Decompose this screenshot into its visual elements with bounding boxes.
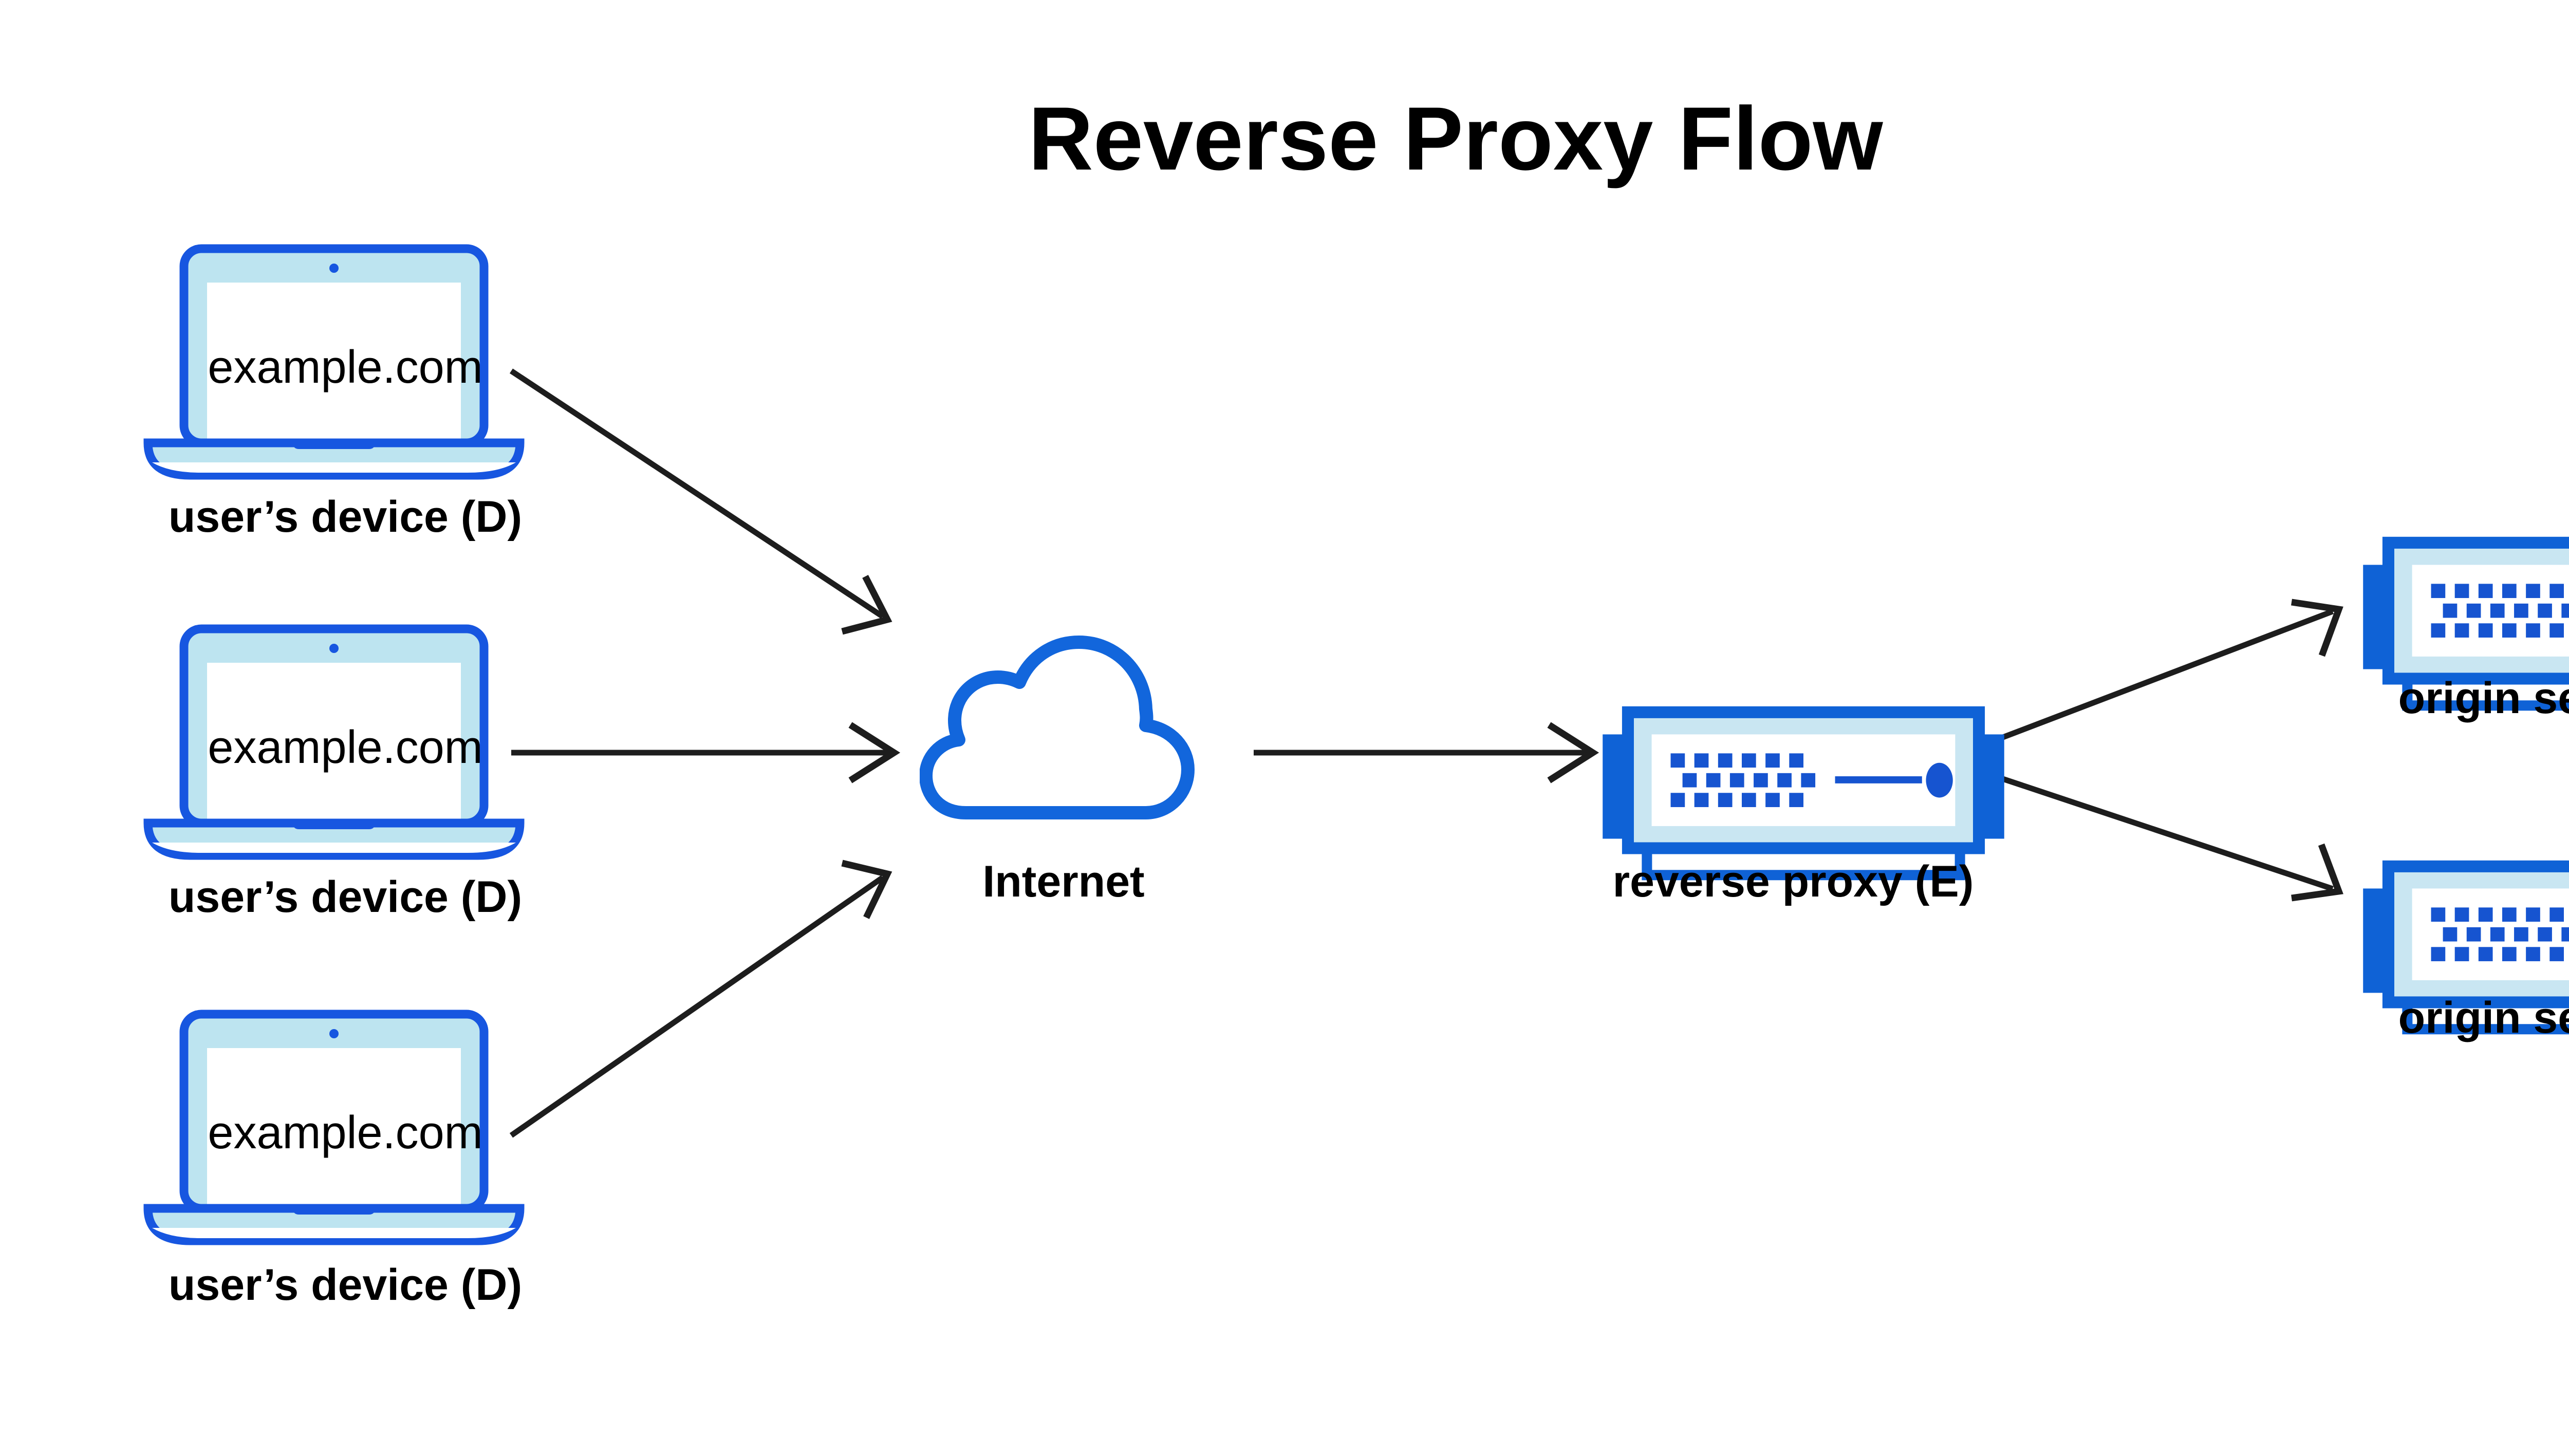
- node-reverse-proxy[interactable]: reverse proxy (E): [1603, 712, 2004, 906]
- device-label: user’s device (D): [169, 492, 522, 542]
- device-label: user’s device (D): [169, 1260, 522, 1310]
- node-internet[interactable]: Internet: [926, 642, 1188, 906]
- node-origin-server-top[interactable]: origin server (F): [2363, 543, 2569, 723]
- device-screen-text: example.com: [208, 722, 482, 773]
- origin-server-label: origin server (F): [2398, 993, 2569, 1042]
- device-screen-text: example.com: [208, 1107, 482, 1159]
- edge-layer: [509, 368, 2343, 1138]
- internet-label: Internet: [982, 857, 1144, 906]
- edge-internet-to-reverse-proxy: [1254, 722, 1599, 783]
- origin-server-label: origin server (F): [2398, 674, 2569, 723]
- device-label: user’s device (D): [169, 872, 522, 922]
- edge-reverse-proxy-to-origin-top: [1993, 599, 2343, 744]
- page-title: Reverse Proxy Flow: [1028, 89, 1883, 189]
- edge-reverse-proxy-to-origin-bottom: [1993, 773, 2343, 902]
- node-origin-server-bottom[interactable]: origin server (F): [2363, 866, 2569, 1042]
- server-icon: [1603, 712, 2004, 875]
- reverse-proxy-label: reverse proxy (E): [1613, 857, 1974, 906]
- node-user-device-middle[interactable]: example.com user’s device (D): [148, 629, 522, 922]
- edge-device-bottom-to-internet: [509, 860, 892, 1138]
- edge-device-top-to-internet: [509, 368, 892, 635]
- device-screen-text: example.com: [208, 342, 482, 393]
- node-user-device-top[interactable]: example.com user’s device (D): [148, 249, 522, 542]
- cloud-icon: [926, 642, 1188, 813]
- node-user-device-bottom[interactable]: example.com user’s device (D): [148, 1014, 522, 1310]
- edge-device-middle-to-internet: [511, 722, 901, 783]
